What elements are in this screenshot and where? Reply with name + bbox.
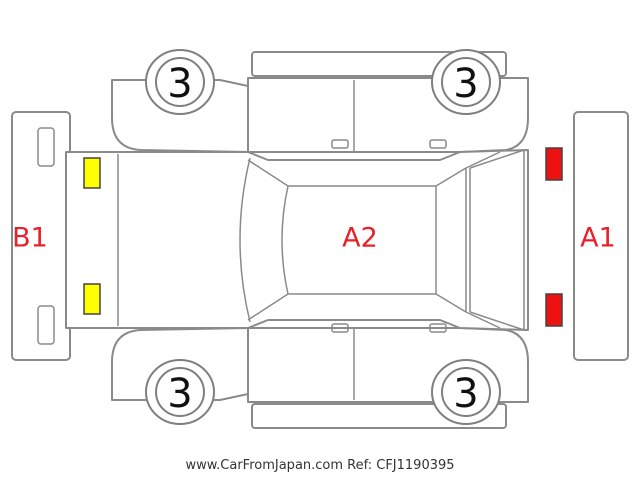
zone-label-rear: B1 — [12, 223, 48, 254]
wheel-top-right: 3 — [431, 49, 501, 115]
zone-label-body: A2 — [342, 223, 378, 254]
zone-label-front: A1 — [580, 223, 616, 254]
wheel-bottom-left: 3 — [145, 359, 215, 425]
rear-marker-bottom — [83, 283, 101, 315]
wheel-bottom-right-count: 3 — [453, 371, 478, 417]
reference-footer: www.CarFromJapan.com Ref: CFJ1190395 — [185, 458, 455, 473]
front-marker-bottom — [545, 293, 563, 327]
rear-marker-top — [83, 157, 101, 189]
wheel-top-left: 3 — [145, 49, 215, 115]
wheel-bottom-right: 3 — [431, 359, 501, 425]
wheel-top-left-count: 3 — [167, 61, 192, 107]
front-bumper — [573, 111, 629, 361]
wheel-top-right-count: 3 — [453, 61, 478, 107]
front-marker-top — [545, 147, 563, 181]
wheel-bottom-left-count: 3 — [167, 371, 192, 417]
car-body — [65, 148, 529, 332]
